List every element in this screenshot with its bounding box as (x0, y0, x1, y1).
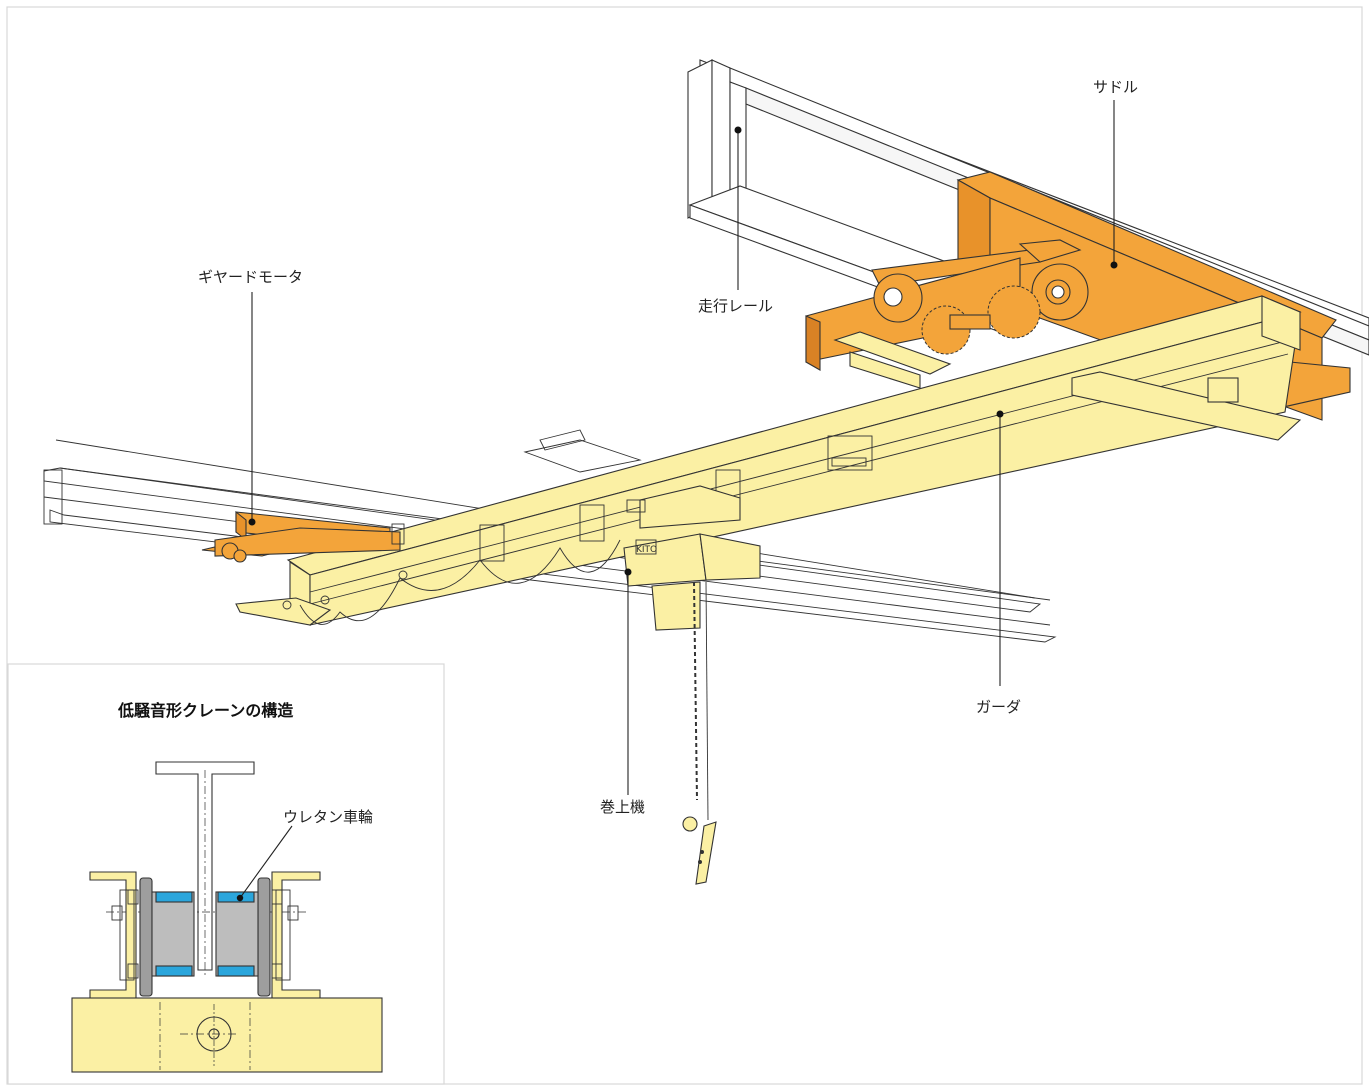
label-hoist: 巻上機 (600, 798, 645, 816)
label-urethane-wheel: ウレタン車輪 (283, 808, 373, 826)
inset-title: 低騒音形クレーンの構造 (117, 701, 294, 720)
label-saddle: サドル (1093, 78, 1138, 96)
inset-cross-section (71, 761, 383, 1073)
hoist (623, 485, 761, 885)
callout-lines (248, 100, 1118, 795)
label-runway-rail: 走行レール (698, 297, 773, 315)
nameplate (523, 429, 642, 473)
hoist-brand: KITO (636, 545, 657, 555)
label-geared-motor: ギヤードモータ (198, 268, 303, 286)
girder (235, 295, 1302, 627)
label-girder: ガーダ (976, 698, 1021, 716)
geared-motor (201, 510, 405, 563)
inset-callout (236, 825, 293, 902)
outer-frame (6, 6, 1363, 1085)
